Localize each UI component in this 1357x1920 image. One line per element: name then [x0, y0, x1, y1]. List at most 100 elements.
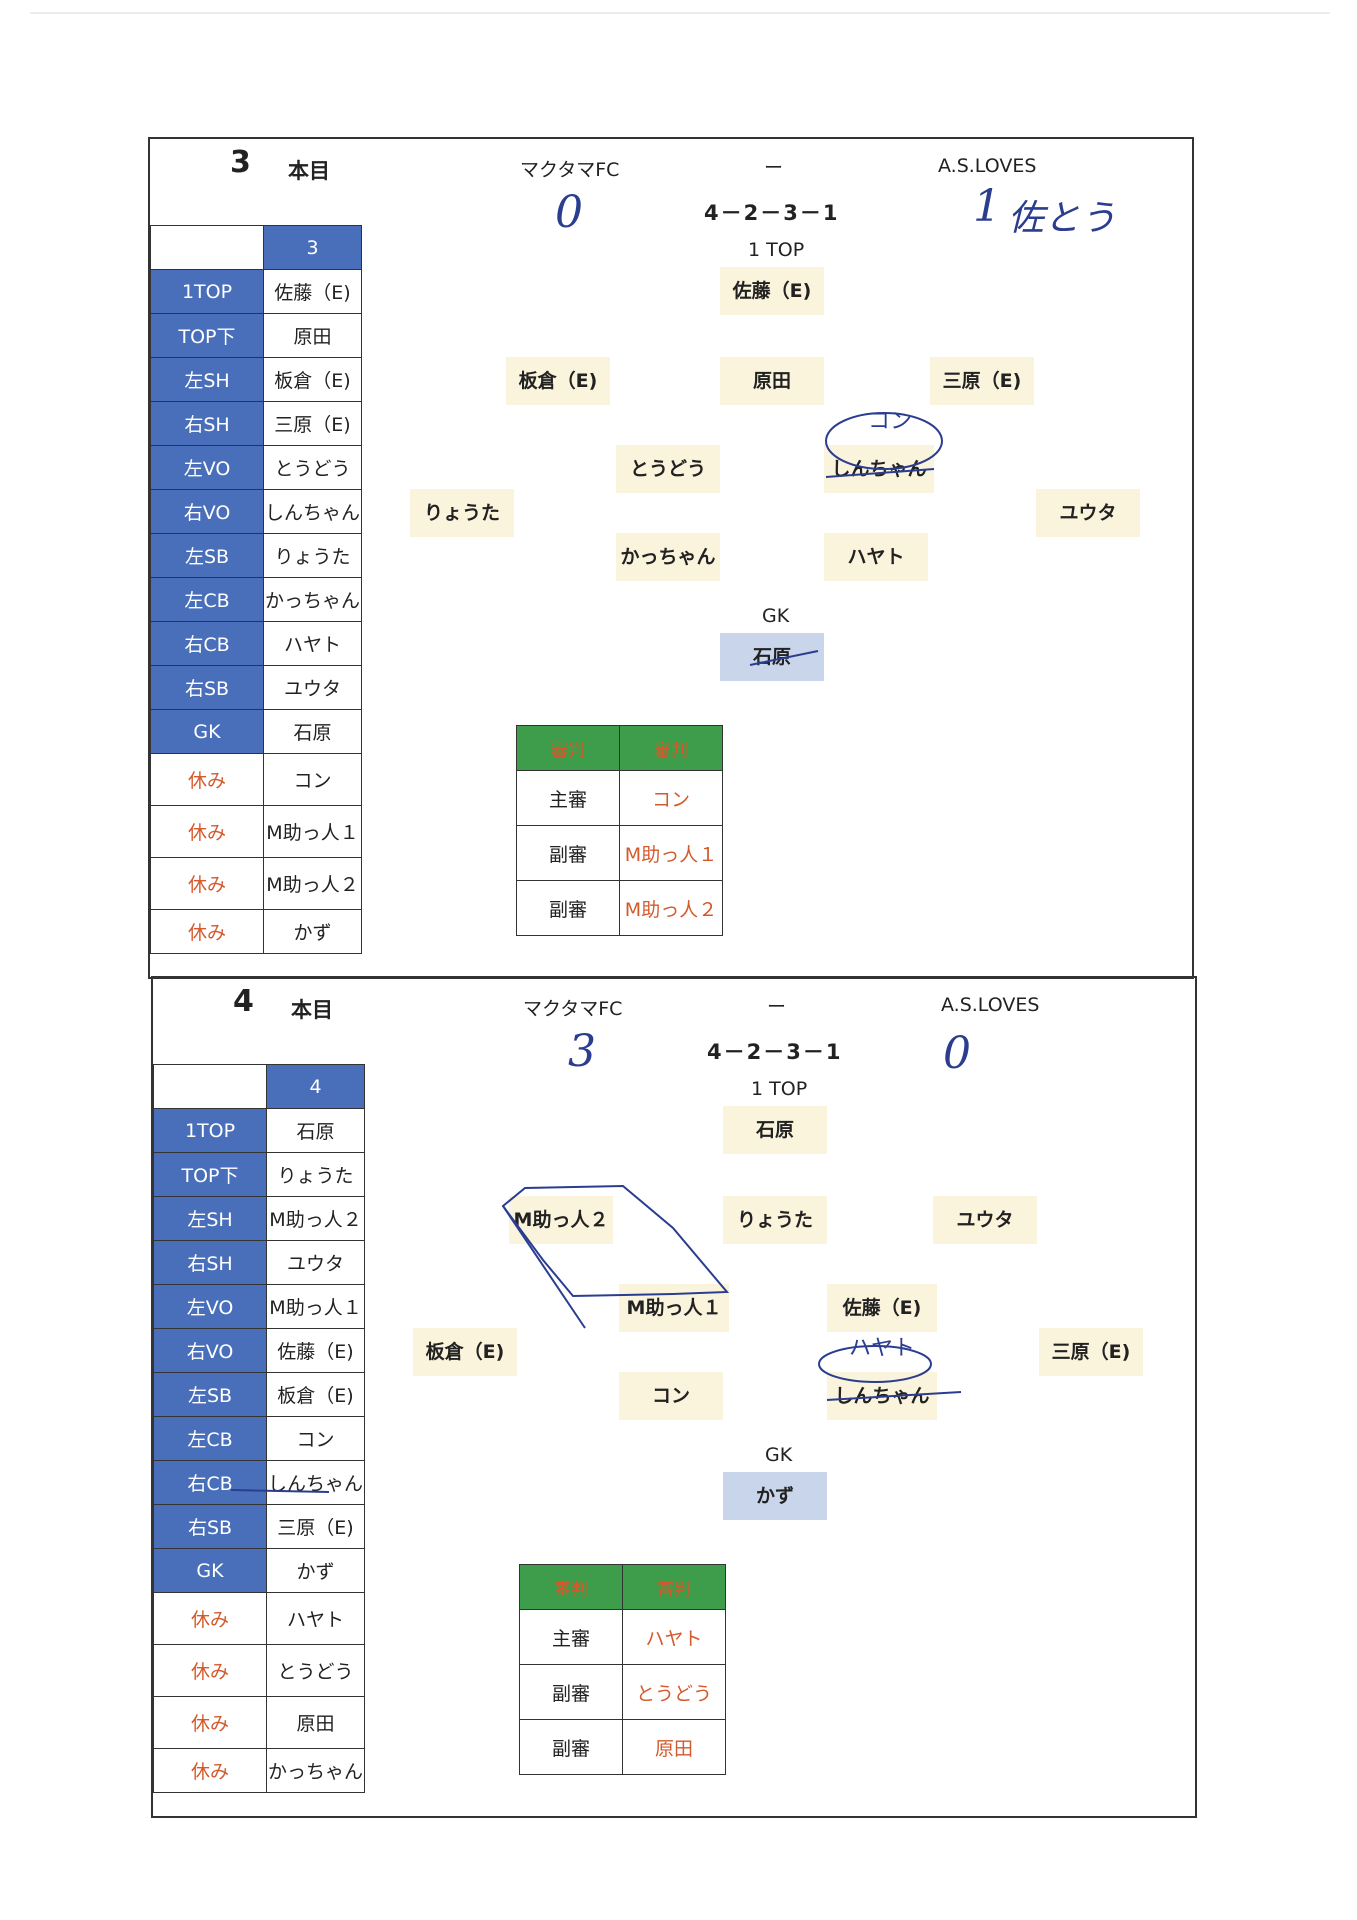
roster-name: ハヤト [263, 621, 362, 666]
pitch-top-shita: りょうた [723, 1196, 827, 1244]
lineup-sheet-4: 4 本目 マクタマFC ー A.S.LOVES 3 4－2－3－1 0 1 TO… [151, 976, 1197, 1818]
roster-pos: TOP下 [150, 313, 264, 358]
strike-mark [826, 1391, 962, 1401]
roster-name: 石原 [266, 1108, 365, 1153]
rest-name: M助っ人１ [263, 805, 362, 858]
home-team: マクタマFC [523, 998, 623, 1020]
handwritten-marks [230, 1184, 962, 1493]
roster-pos: 右SB [153, 1504, 267, 1549]
pitch-1top: 佐藤（E) [720, 267, 824, 315]
referee-header: 審判 [619, 725, 723, 771]
circle-mark [818, 1345, 932, 1383]
roster-header: 3 [263, 225, 362, 270]
roster-pos: 右CB [153, 1460, 267, 1505]
referee-name: コン [619, 770, 723, 826]
pitch-right-sh: ユウタ [933, 1196, 1037, 1244]
referee-role: 主審 [516, 770, 620, 826]
roster-name: しんちゃん [263, 489, 362, 534]
page-top-rule [30, 12, 1330, 14]
roster-header: 4 [266, 1064, 365, 1109]
handwritten-marks [749, 412, 943, 666]
roster-name: かず [266, 1548, 365, 1593]
lineup-sheet-3: 3 本目 マクタマFC ー A.S.LOVES 0 4－2－3－1 1 佐とう … [148, 137, 1194, 979]
roster-pos: 左SH [150, 357, 264, 402]
roster-name: 原田 [263, 313, 362, 358]
pitch-left-sh: 板倉（E) [506, 357, 610, 405]
away-scorer-handwritten: 佐とう [1008, 198, 1117, 239]
rest-label: 休み [150, 909, 264, 954]
formation: 4－2－3－1 [704, 201, 840, 225]
loop-mark [501, 1184, 730, 1298]
strike-mark [825, 468, 935, 478]
top-label: 1 TOP [751, 1078, 808, 1100]
rest-name: ハヤト [266, 1592, 365, 1645]
roster-pos: 左CB [150, 577, 264, 622]
rest-name: コン [263, 753, 362, 806]
roster-name: M助っ人１ [266, 1284, 365, 1329]
pitch-right-cb: しんちゃん [827, 1372, 937, 1420]
referee-table: 審判審判 主審ハヤト 副審とうどう 副審原田 [519, 1564, 726, 1775]
rest-name: M助っ人２ [263, 857, 362, 910]
roster-name: りょうた [266, 1152, 365, 1197]
referee-role: 副審 [519, 1719, 623, 1775]
pitch-left-vo: とうどう [616, 445, 720, 493]
roster-name: りょうた [263, 533, 362, 578]
referee-role: 主審 [519, 1609, 623, 1665]
roster-name: 佐藤（E) [266, 1328, 365, 1373]
pitch-right-vo: 佐藤（E) [827, 1284, 937, 1332]
roster-name: とうどう [263, 445, 362, 490]
roster-pos: TOP下 [153, 1152, 267, 1197]
stroke-mark [502, 1205, 586, 1329]
away-score-handwritten: 1 [973, 181, 1001, 232]
circle-mark [825, 412, 943, 470]
pitch-top-shita: 原田 [720, 357, 824, 405]
honme-label: 本目 [291, 998, 333, 1022]
home-team: マクタマFC [520, 159, 620, 181]
away-team: A.S.LOVES [941, 994, 1040, 1016]
rest-label: 休み [153, 1748, 267, 1793]
rest-name: かず [263, 909, 362, 954]
referee-header: 審判 [622, 1564, 726, 1610]
home-score-handwritten: 0 [555, 187, 583, 238]
roster-pos: 左SB [150, 533, 264, 578]
referee-name: 原田 [622, 1719, 726, 1775]
referee-name: M助っ人１ [619, 825, 723, 881]
roster-name: 三原（E) [266, 1504, 365, 1549]
roster-name: 佐藤（E) [263, 269, 362, 314]
match-number: 3 [230, 145, 251, 180]
roster-corner [153, 1064, 267, 1109]
roster-pos: 右SB [150, 665, 264, 710]
roster-pos: 左CB [153, 1416, 267, 1461]
pitch-1top: 石原 [723, 1106, 827, 1154]
roster-name: しんちゃん [266, 1460, 365, 1505]
roster-name: 板倉（E) [263, 357, 362, 402]
pitch-right-cb: ハヤト [824, 533, 928, 581]
roster-name: 板倉（E) [266, 1372, 365, 1417]
roster-pos: 右VO [150, 489, 264, 534]
roster-name: M助っ人２ [266, 1196, 365, 1241]
pitch-right-sh: 三原（E) [930, 357, 1034, 405]
referee-role: 副審 [516, 880, 620, 936]
rest-label: 休み [153, 1644, 267, 1697]
match-number: 4 [233, 984, 254, 1019]
roster-pos: 1TOP [153, 1108, 267, 1153]
vs-dash: ー [767, 996, 787, 1018]
gk-label: GK [762, 605, 790, 627]
pitch-left-sb: 板倉（E) [413, 1328, 517, 1376]
strike-mark [230, 1489, 330, 1493]
pitch-left-sb: りょうた [410, 489, 514, 537]
rest-label: 休み [153, 1592, 267, 1645]
rest-name: とうどう [266, 1644, 365, 1697]
pitch-left-cb: かっちゃん [616, 533, 720, 581]
roster-name: ユウタ [266, 1240, 365, 1285]
pitch-left-cb: コン [619, 1372, 723, 1420]
roster-pos: 右VO [153, 1328, 267, 1373]
roster-pos: 左SB [153, 1372, 267, 1417]
roster-pos: GK [150, 709, 264, 754]
rest-label: 休み [150, 753, 264, 806]
referee-header: 審判 [519, 1564, 623, 1610]
honme-label: 本目 [288, 159, 330, 183]
